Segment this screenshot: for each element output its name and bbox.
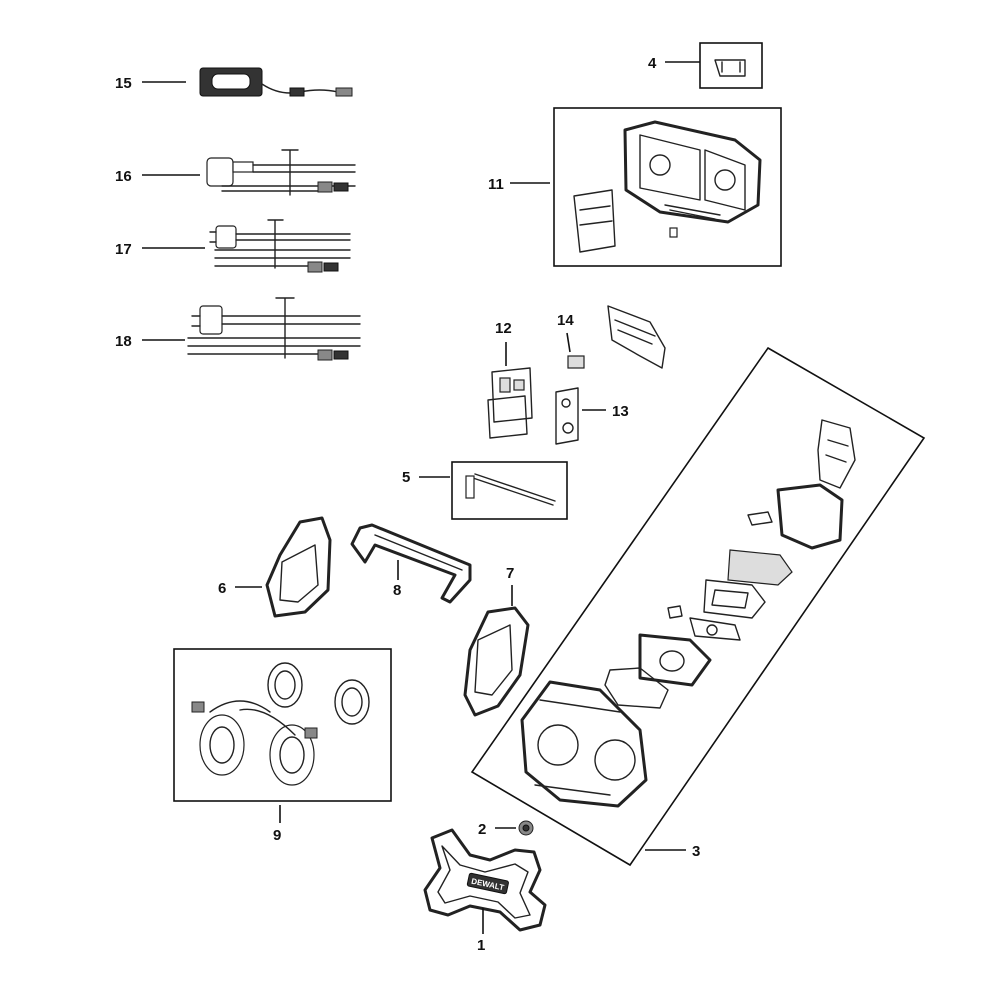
callout-7: 7 [506, 565, 514, 606]
callout-3: 3 [645, 843, 700, 860]
callout-13: 13 [582, 403, 629, 420]
callout-6: 6 [218, 580, 262, 597]
callout-15: 15 [115, 75, 186, 92]
callout-18: 18 [115, 333, 185, 350]
part-2-knob [518, 820, 534, 836]
part-17-power-cord [209, 219, 351, 273]
part-6-left-side-frame [265, 516, 332, 618]
part-13-control-board [555, 387, 579, 445]
callout-label-4: 4 [648, 55, 657, 72]
callout-label-15: 15 [115, 75, 132, 92]
part-9-speakers [173, 648, 392, 802]
part-12-circuit-board [487, 367, 533, 439]
callout-label-3: 3 [692, 843, 700, 860]
callout-label-2: 2 [478, 821, 486, 838]
callout-8: 8 [393, 560, 401, 599]
callout-11: 11 [488, 176, 550, 193]
part-3-front-housing-assembly [470, 346, 926, 867]
part-18-power-cord [187, 297, 361, 361]
callout-label-8: 8 [393, 582, 401, 599]
part-1-bumper-frame: DEWALT [423, 828, 547, 932]
part-5-antenna [451, 461, 568, 520]
callout-1: 1 [477, 908, 485, 954]
callout-4: 4 [648, 55, 700, 72]
callout-16: 16 [115, 168, 200, 185]
callout-5: 5 [402, 469, 450, 486]
callout-12: 12 [495, 320, 512, 366]
callout-label-9: 9 [273, 827, 281, 844]
part-bracket-board [607, 305, 666, 369]
callout-label-17: 17 [115, 241, 132, 258]
callout-14: 14 [557, 312, 574, 353]
part-16-power-cord [206, 149, 356, 196]
part-7-right-side-frame [463, 606, 530, 717]
callout-label-16: 16 [115, 168, 132, 185]
callout-label-13: 13 [612, 403, 629, 420]
part-8-handle [350, 523, 472, 604]
part-14-small-board [567, 355, 585, 369]
callout-2: 2 [478, 821, 516, 838]
callout-label-11: 11 [488, 176, 504, 193]
callout-label-7: 7 [506, 565, 514, 582]
callout-label-5: 5 [402, 469, 410, 486]
part-15-power-adapter [199, 67, 353, 97]
callout-label-6: 6 [218, 580, 226, 597]
callout-label-12: 12 [495, 320, 512, 337]
part-4-bracket [699, 42, 763, 89]
part-11-rear-housing [553, 107, 782, 267]
callout-label-14: 14 [557, 312, 574, 329]
callout-9: 9 [273, 805, 281, 844]
callout-17: 17 [115, 241, 205, 258]
callout-label-1: 1 [477, 937, 485, 954]
callout-label-18: 18 [115, 333, 132, 350]
